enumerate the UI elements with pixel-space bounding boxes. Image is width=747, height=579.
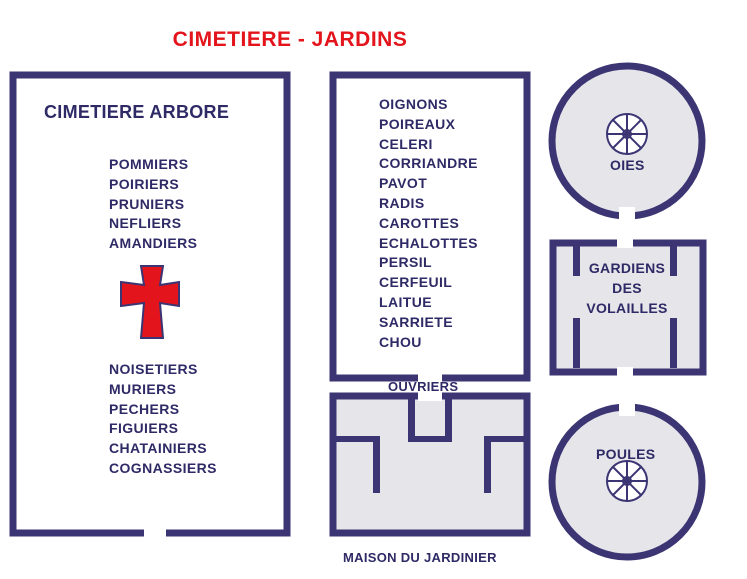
vegetables-list: OIGNONS POIREAUX CELERI CORRIANDRE PAVOT RADI…	[379, 95, 478, 352]
vegetable-item: ECHALOTTES	[379, 234, 478, 251]
workers-label: OUVRIERS	[388, 379, 459, 394]
gardener-house	[329, 391, 531, 537]
page-title: CIMETIERE - JARDINS	[172, 28, 408, 51]
vegetable-item: SARRIETE	[379, 313, 453, 330]
trees-list-top: POMMIERS POIRIERS PRUNIERS NEFLIERS AMANDIER…	[109, 155, 197, 254]
vegetable-item: CERFEUIL	[379, 274, 453, 291]
gardener-house-label: MAISON DU JARDINIER	[343, 550, 497, 565]
poultry-keepers-house	[549, 238, 707, 377]
wheel-icon	[606, 460, 648, 502]
vegetable-item: CAROTTES	[379, 214, 460, 231]
geese-label: OIES	[610, 157, 645, 173]
vegetable-item: OIGNONS	[379, 96, 448, 112]
vegetable-item: POIREAUX	[379, 115, 456, 132]
tree-item: POMMIERS	[109, 156, 189, 172]
tree-item: AMANDIERS	[109, 235, 198, 252]
cemetery-label: CIMETIERE ARBORE	[44, 102, 230, 122]
vegetable-item: RADIS	[379, 194, 425, 211]
vegetable-item: PERSIL	[379, 254, 432, 271]
poultry-keepers-label: GARDIENS DES VOLAILLES	[586, 260, 668, 316]
tree-item: POIRIERS	[109, 175, 180, 192]
tree-item: COGNASSIERS	[109, 459, 217, 476]
tree-item: MURIERS	[109, 380, 177, 397]
cross-icon	[120, 265, 180, 339]
wheel-icon	[606, 113, 648, 155]
vegetable-item: CORRIANDRE	[379, 155, 478, 172]
tree-item: PECHERS	[109, 400, 180, 417]
hens-label: POULES	[596, 446, 656, 462]
tree-item: FIGUIERS	[109, 420, 179, 437]
vegetable-item: PAVOT	[379, 175, 428, 192]
trees-list-bottom: NOISETIERS MURIERS PECHERS FIGUIERS CHATAINI…	[109, 360, 217, 479]
tree-item: PRUNIERS	[109, 195, 185, 212]
vegetable-item: CHOU	[379, 333, 422, 350]
vegetable-garden-enclosure	[329, 71, 531, 383]
tree-item: CHATAINIERS	[109, 440, 207, 457]
vegetable-item: LAITUE	[379, 293, 432, 310]
tree-item: NEFLIERS	[109, 215, 182, 232]
tree-item: NOISETIERS	[109, 361, 198, 377]
vegetable-item: CELERI	[379, 135, 433, 152]
